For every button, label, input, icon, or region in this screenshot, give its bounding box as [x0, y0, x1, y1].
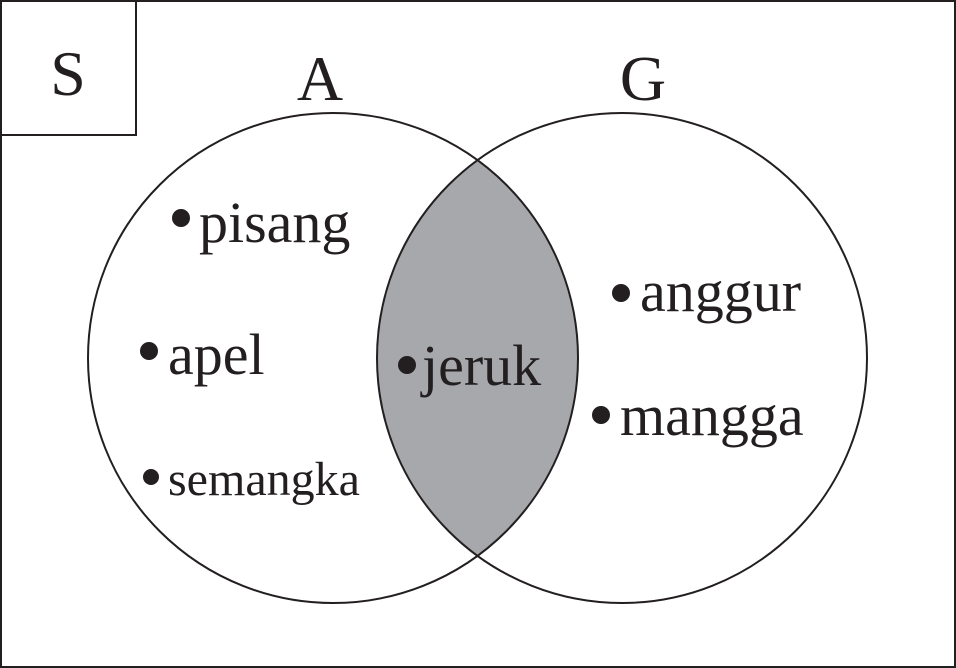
- bullet-dot-icon: [612, 284, 630, 302]
- intersection-region: [377, 113, 578, 603]
- set-a-item: apel: [140, 322, 265, 387]
- bullet-dot-icon: [398, 356, 416, 374]
- bullet-dot-icon: [592, 406, 610, 424]
- set-a-item: pisang: [172, 190, 350, 255]
- set-a-item: semangka: [143, 453, 360, 506]
- set-a-label: A: [297, 43, 343, 114]
- set-g-item: mangga: [592, 383, 804, 448]
- set-g-item: anggur: [612, 259, 801, 324]
- set-g-label: G: [620, 43, 666, 114]
- item-label: jeruk: [420, 333, 541, 398]
- set-g-circle: [376, 112, 868, 604]
- universal-set-label-box: [0, 0, 137, 136]
- item-label: mangga: [620, 383, 804, 448]
- bullet-dot-icon: [140, 342, 158, 360]
- bullet-dot-icon: [172, 209, 190, 227]
- intersection-item: jeruk: [398, 333, 541, 398]
- set-a-circle: [87, 112, 579, 604]
- bullet-dot-icon: [143, 469, 159, 485]
- item-label: anggur: [640, 259, 801, 324]
- item-label: semangka: [168, 453, 360, 506]
- item-label: pisang: [199, 190, 350, 255]
- universal-set-label: S: [50, 38, 86, 109]
- item-label: apel: [168, 322, 265, 387]
